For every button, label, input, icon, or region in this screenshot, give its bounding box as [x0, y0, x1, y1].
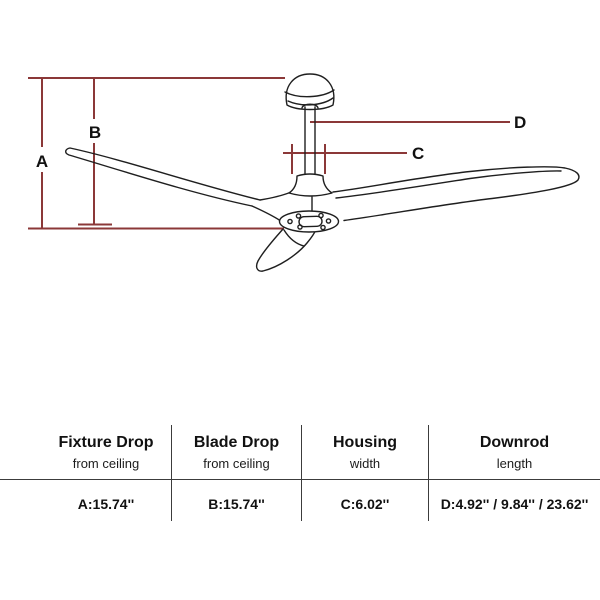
screw-hole [320, 224, 326, 231]
ceiling-fan-diagram: A B C D [28, 73, 580, 272]
front-blade [255, 228, 317, 272]
spec-title: Blade Drop [193, 434, 280, 451]
dim-label-c: C [412, 144, 424, 163]
table-divider [428, 425, 429, 521]
table-divider [301, 425, 302, 521]
spec-subtitle: from ceiling [203, 456, 270, 471]
spec-value: D:4.92'' / 9.84'' / 23.62'' [440, 496, 589, 512]
dim-b-line [78, 78, 112, 226]
spec-subtitle: from ceiling [72, 456, 140, 471]
spec-subtitle: length [496, 456, 533, 471]
spec-value: C:6.02'' [340, 496, 390, 512]
right-blade [332, 166, 580, 222]
hub-bracket [298, 215, 323, 228]
spec-title: Fixture Drop [58, 434, 154, 451]
canopy-neck [301, 103, 319, 109]
spec-subtitle: width [349, 456, 381, 471]
table-divider [171, 425, 172, 521]
front-blade-fold-line [283, 229, 305, 247]
canopy-ring-1 [284, 89, 335, 98]
downrod [304, 106, 316, 177]
dim-label-a: A [36, 152, 48, 171]
spec-value: B:15.74'' [208, 496, 265, 512]
left-blade [65, 147, 261, 207]
hub-screw-holes [287, 212, 332, 231]
motor-body-left [251, 191, 291, 222]
screw-hole [295, 213, 302, 219]
screw-hole [297, 224, 303, 230]
dim-c-line [283, 144, 407, 174]
dimension-lines [28, 77, 510, 230]
dim-label-b: B [89, 123, 101, 142]
hub-plate [278, 210, 340, 233]
spec-table: Fixture Drop from ceiling A:15.74'' Blad… [0, 400, 600, 540]
spec-col-blade-drop: Blade Drop from ceiling B:15.74'' [172, 400, 301, 540]
spec-value: A:15.74'' [77, 496, 135, 512]
downrod-mount [288, 173, 333, 197]
dimension-labels: A B C D [36, 113, 526, 171]
screw-hole [325, 218, 332, 224]
screw-hole [287, 218, 293, 225]
spec-title: Downrod [479, 434, 550, 451]
spec-col-housing: Housing width C:6.02'' [302, 400, 428, 540]
spec-col-fixture-drop: Fixture Drop from ceiling A:15.74'' [40, 400, 172, 540]
canopy [285, 73, 335, 111]
spec-col-downrod: Downrod length D:4.92'' / 9.84'' / 23.62… [429, 400, 600, 540]
right-blade-edge-line [335, 170, 562, 199]
spec-title: Housing [333, 434, 397, 451]
fan-drawing [65, 73, 580, 272]
table-header-rule [0, 479, 600, 480]
screw-hole [318, 212, 324, 219]
dim-label-d: D [514, 113, 526, 132]
